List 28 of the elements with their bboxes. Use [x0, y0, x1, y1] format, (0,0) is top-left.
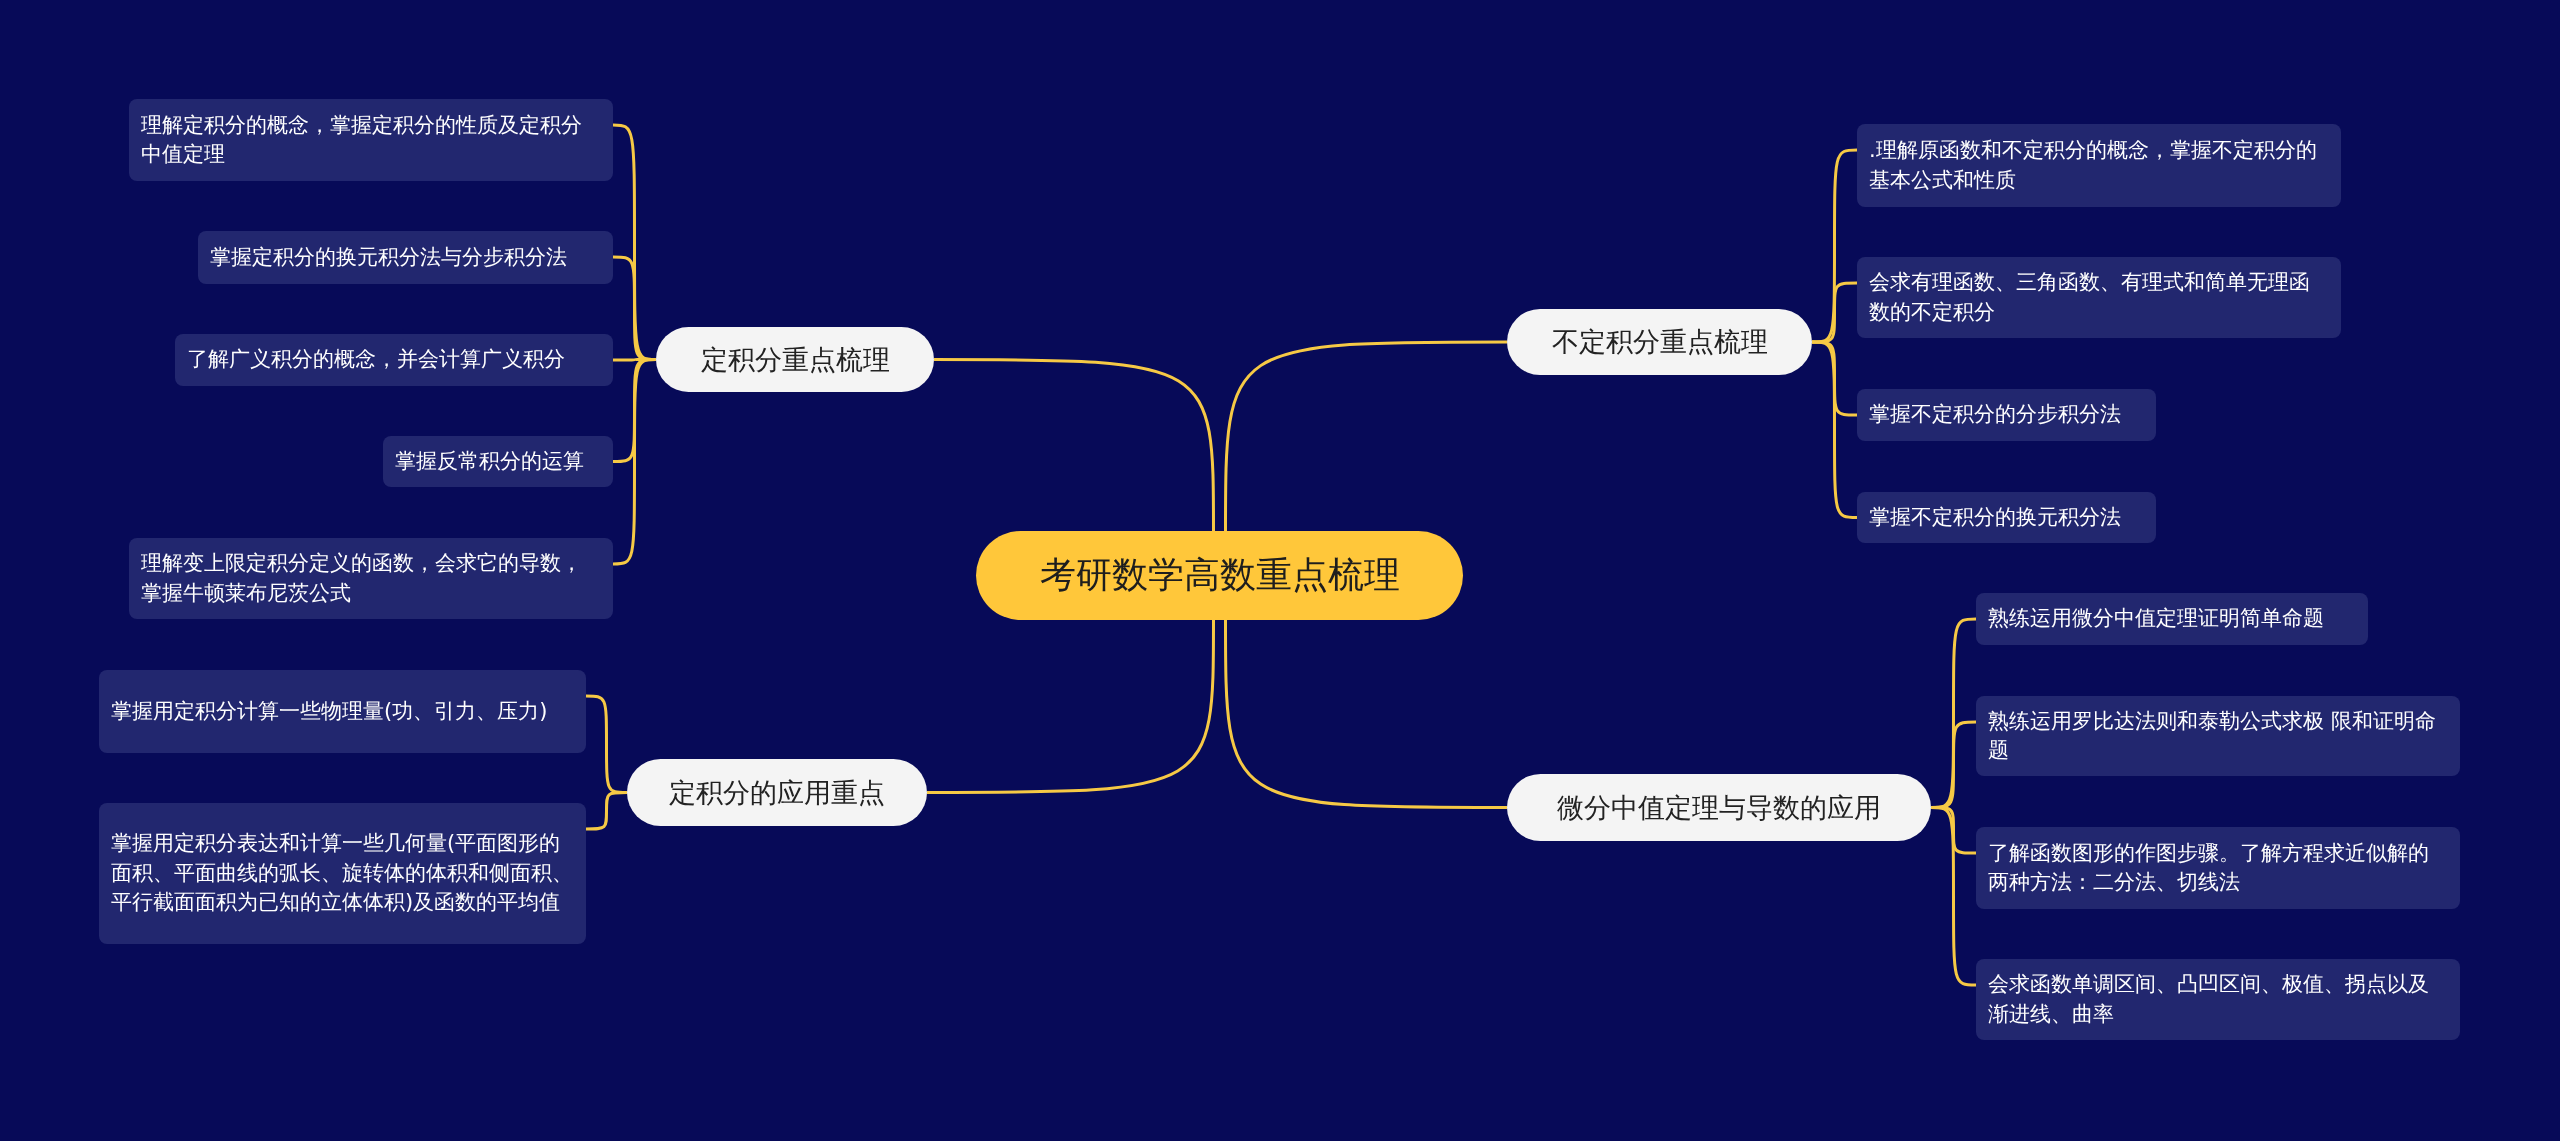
connector-line — [613, 358, 656, 566]
leaf-note: .理解原函数和不定积分的概念，掌握不定积分的基本公式和性质 — [1857, 124, 2341, 207]
connector-line — [927, 620, 1215, 794]
leaf-note: 掌握用定积分计算一些物理量(功、引力、压力) — [99, 670, 586, 753]
connector-line — [1224, 620, 1507, 809]
branch-topic: 微分中值定理与导数的应用 — [1507, 774, 1931, 841]
connector-line — [934, 358, 1215, 531]
leaf-note: 理解变上限定积分定义的函数，会求它的导数，掌握牛顿莱布尼茨公式 — [129, 538, 613, 619]
leaf-note: 掌握用定积分表达和计算一些几何量(平面图形的面积、平面曲线的弧长、旋转体的体积和侧面积、平行截面面积为已知的立体体积)及函数的平均值 — [99, 803, 586, 944]
leaf-note: 了解函数图形的作图步骤。了解方程求近似解的两种方法：二分法、切线法 — [1976, 827, 2460, 909]
leaf-note: 了解广义积分的概念，并会计算广义积分 — [175, 334, 613, 386]
leaf-note: 会求函数单调区间、凸凹区间、极值、拐点以及渐进线、曲率 — [1976, 959, 2460, 1040]
connector-line — [1812, 281, 1857, 344]
leaf-note: 熟练运用微分中值定理证明简单命题 — [1976, 593, 2368, 645]
leaf-note: 掌握反常积分的运算 — [383, 436, 613, 487]
branch-topic: 不定积分重点梳理 — [1507, 309, 1812, 375]
leaf-note: 掌握不定积分的换元积分法 — [1857, 492, 2156, 543]
branch-topic: 定积分的应用重点 — [627, 759, 927, 826]
connector-line — [586, 791, 627, 831]
central-topic: 考研数学高数重点梳理 — [976, 531, 1463, 620]
leaf-note: 熟练运用罗比达法则和泰勒公式求极 限和证明命题 — [1976, 696, 2460, 776]
connector-line — [1931, 806, 1976, 987]
leaf-note: 理解定积分的概念，掌握定积分的性质及定积分中值定理 — [129, 99, 613, 181]
connector-line — [1224, 340, 1507, 531]
leaf-note: 掌握定积分的换元积分法与分步积分法 — [198, 231, 613, 284]
leaf-note: 会求有理函数、三角函数、有理式和简单无理函数的不定积分 — [1857, 257, 2341, 338]
branch-topic: 定积分重点梳理 — [656, 327, 934, 392]
leaf-note: 掌握不定积分的分步积分法 — [1857, 389, 2156, 441]
